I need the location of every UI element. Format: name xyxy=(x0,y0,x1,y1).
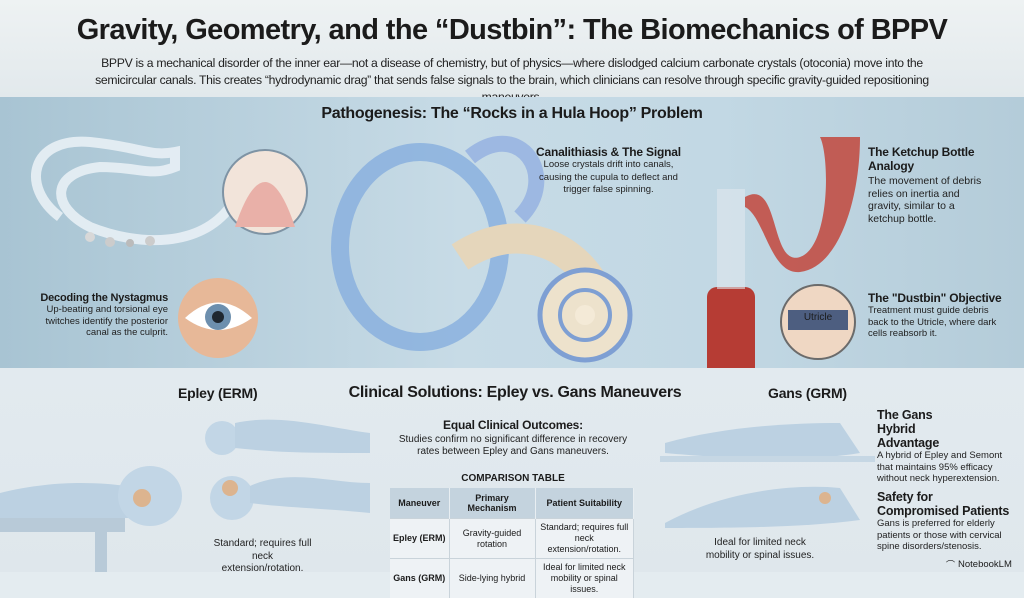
epley-caption: Standard; requires full neck extension/r… xyxy=(210,538,315,576)
gans-label: Gans (GRM) xyxy=(768,385,847,401)
notebooklm-branding: ⌒ NotebookLM xyxy=(946,558,1012,571)
table-cell: Ideal for limited neck mobility or spina… xyxy=(535,559,634,598)
table-cell: Gans (GRM) xyxy=(390,559,449,598)
table-header: Patient Suitability xyxy=(535,488,634,519)
nystagmus-title: Decoding the Nystagmus xyxy=(30,292,168,304)
table-cell: Side-lying hybrid xyxy=(449,559,535,598)
nystagmus-text: Up-beating and torsional eye twitches id… xyxy=(30,304,168,339)
table-row: Epley (ERM) Gravity-guided rotation Stan… xyxy=(390,519,634,559)
gans-figures xyxy=(660,423,875,528)
safety-callout: Safety for Compromised Patients Gans is … xyxy=(877,490,1017,553)
nystagmus-callout: Decoding the Nystagmus Up-beating and to… xyxy=(30,292,168,339)
dustbin-callout: The "Dustbin" Objective Treatment must g… xyxy=(868,291,1008,340)
solutions-title: Clinical Solutions: Epley vs. Gans Maneu… xyxy=(345,384,685,402)
gans-caption: Ideal for limited neck mobility or spina… xyxy=(705,537,815,562)
outcomes-title: Equal Clinical Outcomes: xyxy=(390,418,636,432)
canalithiasis-callout: Canalithiasis & The Signal Loose crystal… xyxy=(536,145,681,197)
dustbin-text: Treatment must guide debris back to the … xyxy=(868,305,1008,340)
table-header: Maneuver xyxy=(390,488,449,519)
table-cell: Standard; requires full neck extension/r… xyxy=(535,519,634,559)
utricle-label: Utricle xyxy=(783,312,853,323)
hybrid-text: A hybrid of Epley and Semont that mainta… xyxy=(877,450,1017,485)
table-cell: Epley (ERM) xyxy=(390,519,449,559)
ketchup-title: The Ketchup Bottle Analogy xyxy=(868,145,993,173)
safety-text: Gans is preferred for elderly patients o… xyxy=(877,518,1017,553)
table-header-row: Maneuver Primary Mechanism Patient Suita… xyxy=(390,488,634,519)
branding-label: NotebookLM xyxy=(958,559,1012,570)
hybrid-callout: The Gans Hybrid Advantage A hybrid of Ep… xyxy=(877,408,1017,485)
canalithiasis-title: Canalithiasis & The Signal xyxy=(536,145,681,159)
canalithiasis-text: Loose crystals drift into canals, causin… xyxy=(536,159,681,197)
dustbin-title: The "Dustbin" Objective xyxy=(868,291,1008,305)
ketchup-text: The movement of debris relies on inertia… xyxy=(868,175,993,225)
epley-label: Epley (ERM) xyxy=(178,385,257,401)
page-title: Gravity, Geometry, and the “Dustbin”: Th… xyxy=(0,14,1024,47)
hybrid-title: The Gans Hybrid Advantage xyxy=(877,408,972,450)
hula-hoop-canal-illustration xyxy=(36,142,307,247)
table-row: Gans (GRM) Side-lying hybrid Ideal for l… xyxy=(390,559,634,598)
eye-illustration xyxy=(178,278,258,358)
epley-figure-positions xyxy=(205,420,370,520)
ketchup-callout: The Ketchup Bottle Analogy The movement … xyxy=(868,145,993,225)
epley-figure-supine xyxy=(0,466,182,572)
outcomes-text: Studies confirm no significant differenc… xyxy=(390,434,636,458)
notebooklm-logo-icon: ⌒ xyxy=(946,558,955,571)
table-header: Primary Mechanism xyxy=(449,488,535,519)
outcomes-callout: Equal Clinical Outcomes: Studies confirm… xyxy=(390,418,636,458)
table-cell: Gravity-guided rotation xyxy=(449,519,535,559)
comparison-table-title: COMPARISON TABLE xyxy=(390,473,636,484)
safety-title: Safety for Compromised Patients xyxy=(877,490,1017,518)
comparison-table: Maneuver Primary Mechanism Patient Suita… xyxy=(390,488,634,598)
